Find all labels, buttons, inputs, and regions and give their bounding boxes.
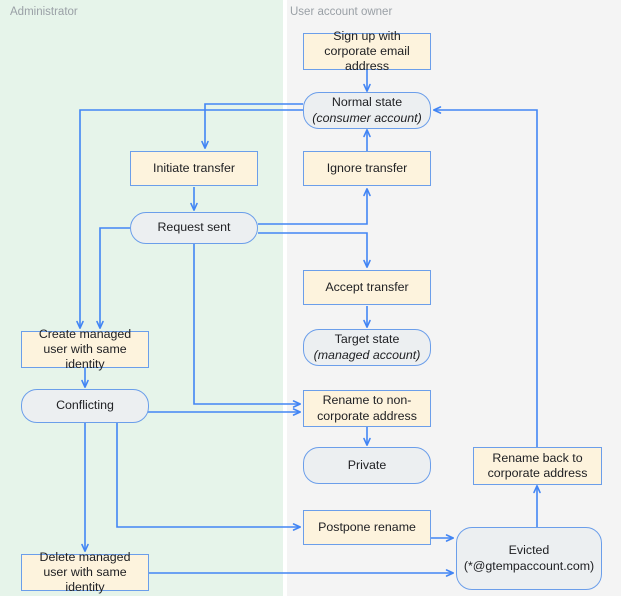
node-private[interactable]: Private xyxy=(303,447,431,484)
edge-conflicting-to-postpone xyxy=(116,422,301,531)
node-evicted-sublabel: (*@gtempaccount.com) xyxy=(463,558,595,573)
node-conflicting-label: Conflicting xyxy=(56,398,114,413)
node-create-managed-user[interactable]: Create managed user with same identity xyxy=(21,327,149,371)
node-normal-state-label: Normal state xyxy=(331,95,403,110)
node-postpone-rename[interactable]: Postpone rename xyxy=(303,510,431,545)
node-request-sent[interactable]: Request sent xyxy=(130,212,258,244)
node-private-label: Private xyxy=(347,457,387,472)
node-normal-state-sublabel: (consumer account) xyxy=(312,110,422,125)
swimlane-label-user-account-owner: User account owner xyxy=(290,6,393,18)
node-signup-label: Sign up with corporate email address xyxy=(324,28,410,74)
node-accept-transfer-label: Accept transfer xyxy=(325,279,409,294)
node-ignore-transfer-label: Ignore transfer xyxy=(326,160,408,175)
node-initiate-transfer-label: Initiate transfer xyxy=(153,160,235,175)
node-request-sent-label: Request sent xyxy=(157,220,231,235)
node-conflicting[interactable]: Conflicting xyxy=(21,389,149,423)
node-target-state[interactable]: Target state (managed account) xyxy=(303,329,431,366)
node-rename-back-to-corporate-label: Rename back to corporate address xyxy=(487,450,588,480)
node-target-state-label: Target state xyxy=(334,332,400,347)
node-signup[interactable]: Sign up with corporate email address xyxy=(303,29,431,73)
node-accept-transfer[interactable]: Accept transfer xyxy=(303,270,431,305)
node-normal-state[interactable]: Normal state (consumer account) xyxy=(303,92,431,129)
edge-request-sent-to-ignore xyxy=(258,188,371,225)
swimlane-label-administrator: Administrator xyxy=(10,6,78,18)
swimlane-administrator xyxy=(0,0,283,596)
node-ignore-transfer[interactable]: Ignore transfer xyxy=(303,151,431,186)
node-create-managed-user-label: Create managed user with same identity xyxy=(38,326,132,372)
node-delete-managed-user[interactable]: Delete managed user with same identity xyxy=(21,550,149,594)
node-postpone-rename-label: Postpone rename xyxy=(318,519,416,534)
edge-request-sent-to-accept xyxy=(258,232,371,268)
edge-rename-back-to-normal-state xyxy=(433,106,538,447)
edge-normal-state-to-create-user xyxy=(76,109,303,329)
edge-request-sent-to-rename-non xyxy=(193,243,301,408)
node-evicted-label: Evicted xyxy=(508,543,550,558)
node-delete-managed-user-label: Delete managed user with same identity xyxy=(39,549,131,595)
edge-normal-state-to-initiate xyxy=(201,103,303,149)
node-rename-back-to-corporate[interactable]: Rename back to corporate address xyxy=(473,447,602,485)
node-target-state-sublabel: (managed account) xyxy=(313,347,421,362)
node-evicted[interactable]: Evicted (*@gtempaccount.com) xyxy=(456,527,602,590)
node-rename-to-non-corporate-label: Rename to non-corporate address xyxy=(317,393,417,423)
edge-request-sent-to-create-user xyxy=(96,227,130,329)
node-rename-to-non-corporate[interactable]: Rename to non-corporate address xyxy=(303,390,431,427)
node-initiate-transfer[interactable]: Initiate transfer xyxy=(130,151,258,186)
